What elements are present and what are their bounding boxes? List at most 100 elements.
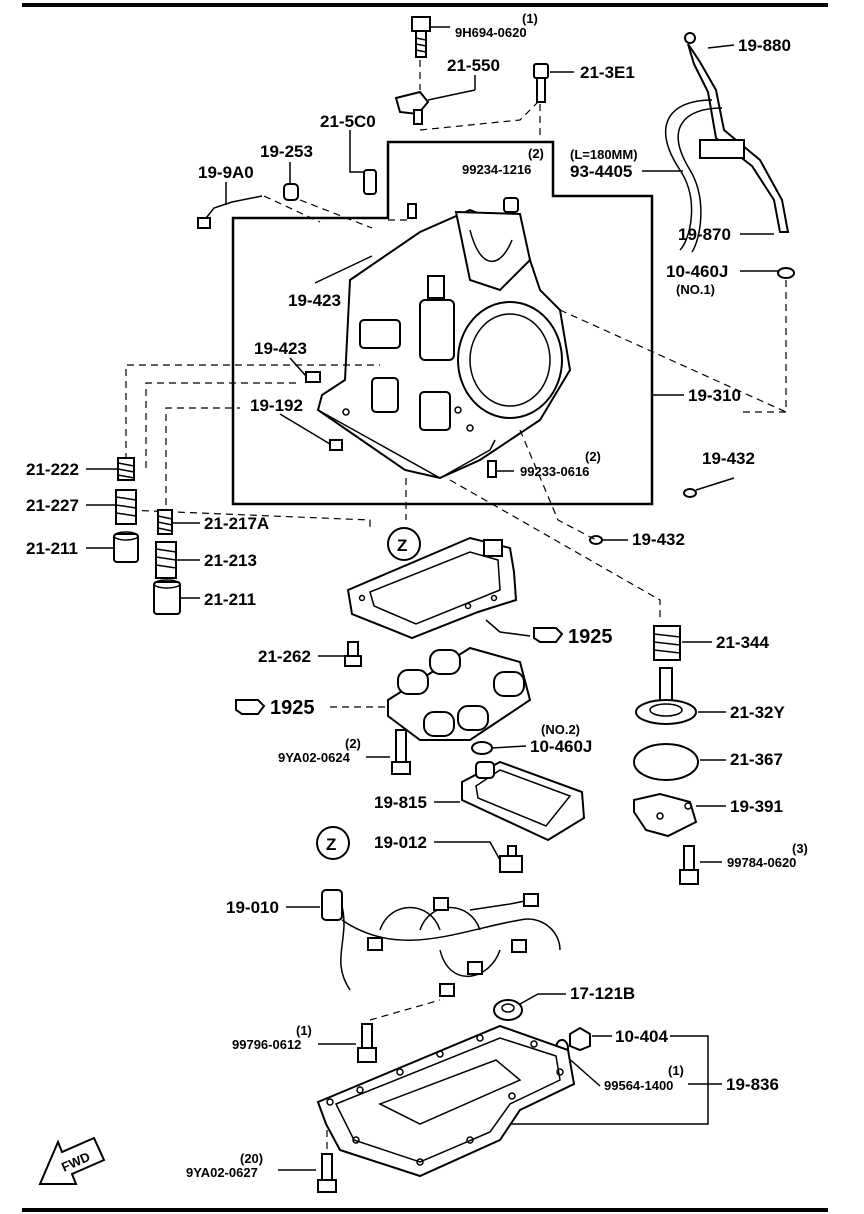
pin-99234-1216 bbox=[503, 197, 519, 213]
label-99784-0620: 99784-0620 bbox=[727, 855, 796, 870]
spring-21-222 bbox=[86, 457, 135, 481]
hand-icon-1925-b bbox=[235, 699, 266, 715]
bolt-21-3e1 bbox=[533, 63, 574, 103]
ref-1925-b: 1925 bbox=[270, 697, 315, 719]
label-21-211-b: 21-211 bbox=[204, 590, 256, 609]
label-19-012: 19-012 bbox=[374, 833, 427, 852]
spring-21-227 bbox=[86, 489, 137, 525]
connector-19-012 bbox=[434, 841, 523, 873]
lead-10-460j-no2 bbox=[491, 745, 527, 749]
oring-10-460j-no2 bbox=[471, 741, 493, 755]
fwd-arrow-icon bbox=[38, 1136, 106, 1185]
valve-body-solenoids bbox=[387, 646, 532, 741]
qty-99234: (2) bbox=[528, 146, 544, 161]
pin-21-5c0 bbox=[349, 130, 377, 195]
bolt-21-262 bbox=[318, 641, 362, 667]
qty-99564: (1) bbox=[668, 1063, 684, 1078]
bracket-19-836 bbox=[508, 1035, 709, 1125]
label-9ya02-0624: 9YA02-0624 bbox=[278, 750, 351, 765]
label-21-211-a: 21-211 bbox=[26, 539, 78, 558]
lead-99564 bbox=[565, 1055, 601, 1087]
label-21-32y: 21-32Y bbox=[730, 703, 785, 722]
label-17-121b: 17-121B bbox=[570, 984, 635, 1003]
bolt-99796-0612 bbox=[318, 999, 441, 1063]
label-93-4405: 93-4405 bbox=[570, 162, 632, 181]
qty-99784: (3) bbox=[792, 841, 808, 856]
label-19-836: 19-836 bbox=[726, 1075, 779, 1094]
label-10-460j-no2: 10-460J bbox=[530, 737, 592, 756]
qty-99233: (2) bbox=[585, 449, 601, 464]
oil-strainer-19-815 bbox=[434, 760, 586, 842]
spring-21-213 bbox=[155, 541, 200, 579]
plug-10-404 bbox=[569, 1026, 612, 1052]
label-19-010: 19-010 bbox=[226, 898, 279, 917]
label-19-423-a: 19-423 bbox=[288, 291, 341, 310]
wiring-harness-19-010 bbox=[286, 889, 561, 997]
grommet-17-121b bbox=[493, 993, 566, 1021]
label-21-367: 21-367 bbox=[730, 750, 783, 769]
separator-plate bbox=[346, 536, 518, 640]
oring-21-367 bbox=[633, 743, 699, 781]
sleeve-21-211-b bbox=[153, 579, 200, 615]
label-21-217a: 21-217A bbox=[204, 514, 269, 533]
transmission-case bbox=[316, 208, 572, 480]
lead-1925-a bbox=[485, 619, 531, 637]
label-21-5c0: 21-5C0 bbox=[320, 112, 376, 131]
lead-19-432-a bbox=[695, 477, 735, 491]
cover-19-391 bbox=[633, 792, 726, 838]
note-no1: (NO.1) bbox=[676, 282, 715, 297]
qty-9ya02-0624: (2) bbox=[345, 736, 361, 751]
ref-1925-a: 1925 bbox=[568, 626, 613, 648]
label-19-9a0: 19-9A0 bbox=[198, 163, 254, 182]
label-21-3e1: 21-3E1 bbox=[580, 63, 635, 82]
filler-tube-19-870 bbox=[664, 99, 774, 253]
label-10-460j-no1: 10-460J bbox=[666, 262, 728, 281]
ref-z-b-text: Z bbox=[326, 835, 336, 854]
plug-19-253 bbox=[283, 162, 299, 201]
bolt-9ya02-0624 bbox=[366, 729, 411, 775]
label-21-550: 21-550 bbox=[447, 56, 500, 75]
label-21-344: 21-344 bbox=[716, 633, 769, 652]
label-99234-1216: 99234-1216 bbox=[462, 162, 531, 177]
hand-icon-1925-a bbox=[533, 627, 564, 643]
qty-99796: (1) bbox=[296, 1023, 312, 1038]
label-19-391: 19-391 bbox=[730, 797, 783, 816]
note-no2: (NO.2) bbox=[541, 722, 580, 737]
qty-9h694: (1) bbox=[522, 11, 538, 26]
plug-19-423-top bbox=[407, 203, 417, 219]
bolt-9ya02-0627 bbox=[278, 1130, 337, 1193]
ref-z-a-text: Z bbox=[397, 536, 407, 555]
label-10-404: 10-404 bbox=[615, 1027, 668, 1046]
lead-19-423-a bbox=[314, 255, 373, 284]
piston-21-32y bbox=[635, 667, 726, 725]
label-19-815: 19-815 bbox=[374, 793, 427, 812]
label-19-253: 19-253 bbox=[260, 142, 313, 161]
label-19-423-b: 19-423 bbox=[254, 339, 307, 358]
label-19-880: 19-880 bbox=[738, 36, 791, 55]
length-note: (L=180MM) bbox=[570, 147, 638, 162]
qty-9ya02-0627: (20) bbox=[240, 1151, 263, 1166]
label-19-870: 19-870 bbox=[678, 225, 731, 244]
lead-19-192 bbox=[279, 413, 331, 445]
label-21-227: 21-227 bbox=[26, 496, 79, 515]
oring-10-460j-no1 bbox=[777, 267, 795, 279]
label-21-262: 21-262 bbox=[258, 647, 311, 666]
label-99233-0616: 99233-0616 bbox=[520, 464, 589, 479]
spring-21-217a bbox=[157, 509, 200, 535]
oil-pan-19-836 bbox=[316, 1024, 576, 1178]
label-21-213: 21-213 bbox=[204, 551, 257, 570]
lead-19-423-b bbox=[289, 357, 307, 377]
bolt-99784-0620 bbox=[679, 845, 722, 885]
label-19-310: 19-310 bbox=[688, 386, 741, 405]
pin-99233-0616 bbox=[487, 460, 497, 478]
ref-z-a-circle bbox=[387, 527, 421, 561]
label-21-222: 21-222 bbox=[26, 460, 79, 479]
label-19-432-a: 19-432 bbox=[702, 449, 755, 468]
callout-box-19-310 bbox=[231, 140, 654, 506]
label-19-192: 19-192 bbox=[250, 396, 303, 415]
spring-21-344 bbox=[653, 625, 712, 661]
label-19-432-b: 19-432 bbox=[632, 530, 685, 549]
plug-19-192 bbox=[329, 439, 343, 451]
pipe-19-9a0 bbox=[197, 182, 263, 229]
